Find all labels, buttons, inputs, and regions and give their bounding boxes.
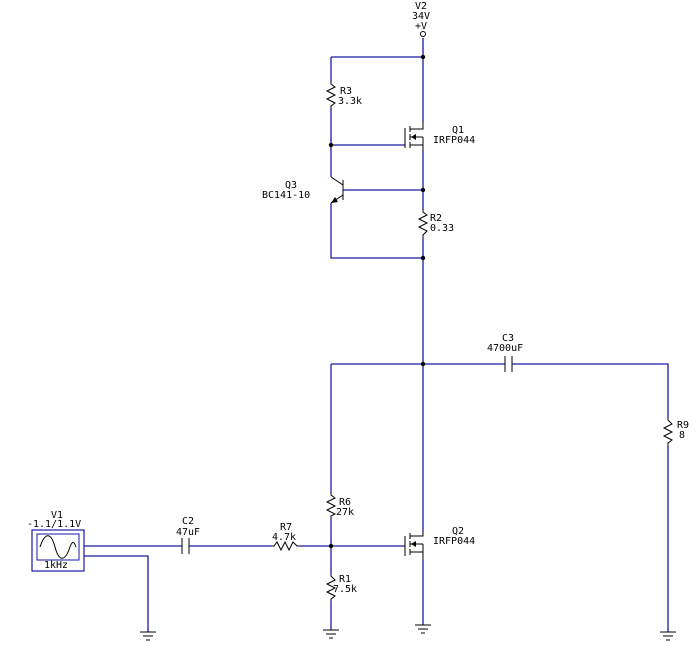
junctions xyxy=(328,54,426,549)
v2-label: +V xyxy=(415,21,427,32)
wire-c3-to-r9 xyxy=(512,363,669,418)
junction-dot xyxy=(328,142,334,148)
v1-value: -1.1/1.1V xyxy=(27,519,81,530)
r3-ref: R3 xyxy=(340,86,352,97)
v2-value: 34V xyxy=(412,11,430,22)
junction-dot xyxy=(420,255,426,261)
v2-supply-terminal: V2 34V +V xyxy=(412,1,430,37)
r2-resistor: R2 0.33 xyxy=(417,210,454,238)
r9-ref: R9 xyxy=(677,420,689,431)
c3-value: 4700uF xyxy=(487,343,523,354)
c2-ref: C2 xyxy=(182,516,194,527)
ground-icon xyxy=(323,629,339,639)
junction-dot xyxy=(420,54,426,60)
junction-dot xyxy=(328,543,334,549)
v1-signal-source: V1 -1.1/1.1V 1kHz xyxy=(27,510,85,572)
r9-value: 8 xyxy=(679,430,685,441)
wires xyxy=(84,38,669,632)
q1-mosfet: Q1 IRFP044 xyxy=(404,122,475,150)
q3-bjt: Q3 BC141-10 xyxy=(262,176,344,204)
r6-value: 27k xyxy=(336,507,354,518)
junction-dot xyxy=(420,361,426,367)
ground-symbols xyxy=(140,624,676,641)
v1-ref: V1 xyxy=(51,510,63,521)
r7-resistor: R7 4.7k xyxy=(272,522,300,552)
r2-ref: R2 xyxy=(430,213,442,224)
ground-icon xyxy=(140,631,156,641)
r7-ref: R7 xyxy=(280,522,292,533)
q3-ref: Q3 xyxy=(285,180,297,191)
r3-value: 3.3k xyxy=(338,96,362,107)
v2-ref: V2 xyxy=(415,1,427,12)
wire-v1-return xyxy=(84,555,149,632)
r7-value: 4.7k xyxy=(272,532,296,543)
r2-value: 0.33 xyxy=(430,223,454,234)
v1-freq: 1kHz xyxy=(44,560,68,571)
r3-resistor: R3 3.3k xyxy=(325,82,362,108)
q2-ref: Q2 xyxy=(452,526,464,537)
q2-mosfet: Q2 IRFP044 xyxy=(404,526,475,560)
c3-capacitor: C3 4700uF xyxy=(487,333,523,372)
q1-part: IRFP044 xyxy=(433,135,475,146)
sine-wave-icon xyxy=(39,535,77,559)
r1-resistor: R1 7.5k xyxy=(325,574,357,601)
r6-resistor: R6 27k xyxy=(325,493,354,518)
r1-value: 7.5k xyxy=(333,584,357,595)
q2-part: IRFP044 xyxy=(433,536,475,547)
ground-icon xyxy=(415,624,431,634)
q1-ref: Q1 xyxy=(452,125,464,136)
r6-ref: R6 xyxy=(339,497,351,508)
q3-part: BC141-10 xyxy=(262,190,310,201)
wire-q3-emitter xyxy=(330,203,423,259)
c2-value: 47uF xyxy=(176,527,200,538)
ground-icon xyxy=(660,631,676,641)
r9-resistor: R9 8 xyxy=(662,418,689,446)
c2-capacitor: C2 47uF xyxy=(176,516,200,554)
junction-dot xyxy=(420,187,426,193)
r1-ref: R1 xyxy=(339,574,351,585)
c3-ref: C3 xyxy=(502,333,514,344)
